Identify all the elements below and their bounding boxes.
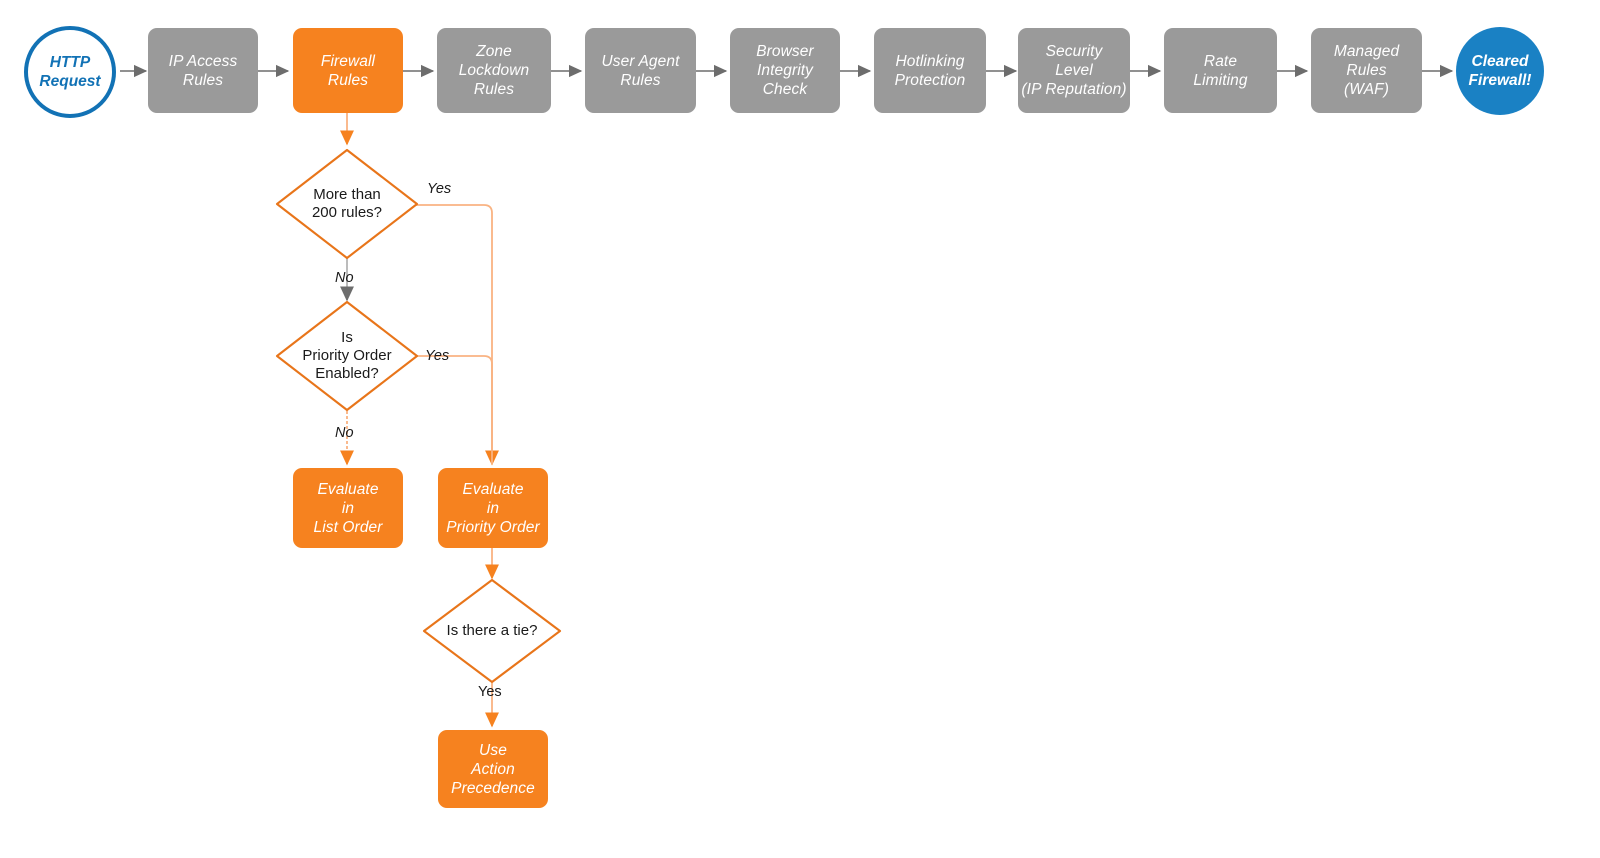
decision-is-priority-order-enabled[interactable]: Is Priority Order Enabled? bbox=[277, 302, 417, 410]
node-http-request[interactable]: HTTP Request bbox=[24, 26, 116, 118]
node-ip-access-rules[interactable]: IP Access Rules bbox=[148, 28, 258, 113]
node-security-level[interactable]: Security Level (IP Reputation) bbox=[1018, 28, 1130, 113]
decision-is-there-a-tie[interactable]: Is there a tie? bbox=[424, 580, 560, 682]
edge-label-no-priority-order: No bbox=[335, 425, 354, 441]
node-managed-rules-waf[interactable]: Managed Rules (WAF) bbox=[1311, 28, 1422, 113]
node-security-level-label: Security Level (IP Reputation) bbox=[1021, 43, 1127, 98]
edge-priorityorder-yes bbox=[416, 355, 493, 464]
edge-label-yes-200-rules: Yes bbox=[427, 181, 452, 197]
node-use-action-precedence-label: Use Action Precedence bbox=[451, 741, 535, 797]
node-evaluate-in-list-order[interactable]: Evaluate in List Order bbox=[293, 468, 403, 548]
node-cleared-firewall[interactable]: Cleared Firewall! bbox=[1456, 27, 1544, 115]
decision-more-than-200-rules-label: More than 200 rules? bbox=[311, 186, 383, 221]
edge-label-yes-tie: Yes bbox=[478, 684, 502, 700]
node-rate-limiting[interactable]: Rate Limiting bbox=[1164, 28, 1277, 113]
node-hotlinking-protection[interactable]: Hotlinking Protection bbox=[874, 28, 986, 113]
node-zone-lockdown-rules[interactable]: Zone Lockdown Rules bbox=[437, 28, 551, 113]
decision-is-priority-order-enabled-label: Is Priority Order Enabled? bbox=[302, 329, 392, 382]
node-ip-access-rules-label: IP Access Rules bbox=[168, 52, 238, 89]
node-http-request-label: HTTP Request bbox=[39, 54, 101, 90]
decision-more-than-200-rules[interactable]: More than 200 rules? bbox=[277, 150, 417, 258]
edge-label-no-200-rules: No bbox=[335, 270, 354, 286]
node-cleared-firewall-label: Cleared Firewall! bbox=[1468, 53, 1532, 89]
decision-is-there-a-tie-label: Is there a tie? bbox=[446, 622, 538, 639]
node-user-agent-rules-label: User Agent Rules bbox=[601, 52, 680, 89]
node-managed-rules-waf-label: Managed Rules (WAF) bbox=[1333, 43, 1400, 98]
node-firewall-rules-label: Firewall Rules bbox=[320, 52, 376, 89]
node-hotlinking-protection-label: Hotlinking Protection bbox=[894, 52, 966, 89]
node-evaluate-in-priority-order[interactable]: Evaluate in Priority Order bbox=[438, 468, 548, 548]
node-browser-integrity-check-label: Browser Integrity Check bbox=[756, 43, 814, 98]
node-firewall-rules[interactable]: Firewall Rules bbox=[293, 28, 403, 113]
node-zone-lockdown-rules-label: Zone Lockdown Rules bbox=[458, 43, 530, 98]
node-use-action-precedence[interactable]: Use Action Precedence bbox=[438, 730, 548, 808]
edge-label-yes-priority-order: Yes bbox=[425, 348, 450, 364]
node-browser-integrity-check[interactable]: Browser Integrity Check bbox=[730, 28, 840, 113]
node-rate-limiting-label: Rate Limiting bbox=[1193, 52, 1248, 89]
node-evaluate-in-priority-order-label: Evaluate in Priority Order bbox=[446, 480, 540, 536]
node-user-agent-rules[interactable]: User Agent Rules bbox=[585, 28, 696, 113]
edge-rulecount-yes bbox=[416, 204, 500, 466]
node-evaluate-in-list-order-label: Evaluate in List Order bbox=[313, 480, 383, 536]
